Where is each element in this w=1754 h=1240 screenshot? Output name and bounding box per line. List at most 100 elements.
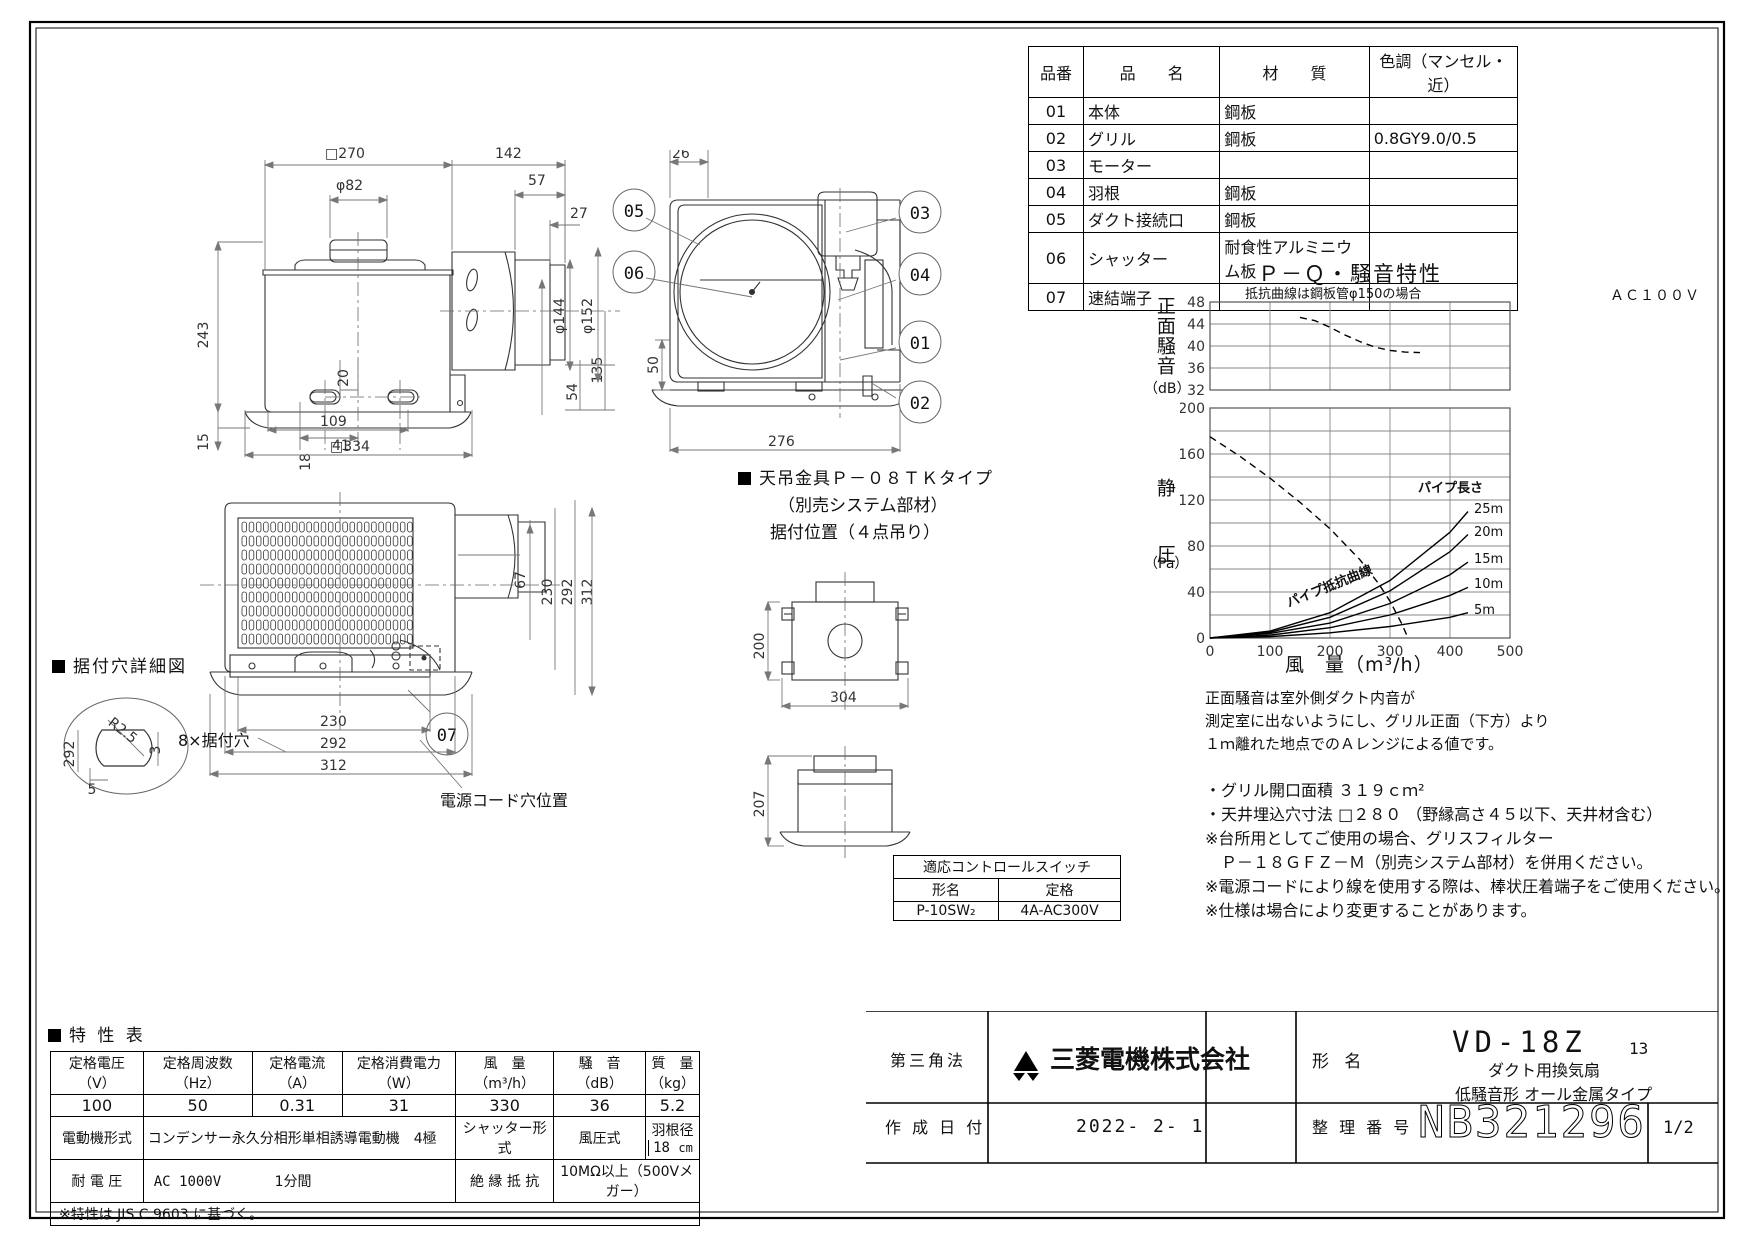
svg-text:φ144: φ144 — [552, 298, 568, 334]
spec-motor-value: コンデンサー永久分相形単相誘導電動機 4極 — [142, 1116, 456, 1160]
parts-col-material: 材 質 — [1219, 46, 1370, 98]
spec-blade-value: 18 cm — [648, 1140, 697, 1156]
svg-text:□270: □270 — [325, 146, 365, 162]
svg-text:292: 292 — [320, 736, 347, 752]
parts-cell-color — [1368, 232, 1519, 284]
svg-text:26: 26 — [672, 150, 690, 162]
chart-upper-ylabel: 正面騒音 — [1153, 296, 1176, 376]
hole-detail-title: 据付穴詳細図 — [52, 657, 187, 678]
cs-value-model: P-10SW₂ — [893, 901, 999, 921]
part-balloon-03: 03 — [898, 190, 942, 234]
hanger-bracket-drawing: 200 304 207 — [752, 572, 911, 858]
svg-text:207: 207 — [752, 791, 768, 818]
svg-text:32: 32 — [1187, 383, 1205, 399]
part-balloon-07: 07 — [425, 712, 469, 756]
front-section-drawing: 26 50 276 — [646, 150, 913, 454]
parts-cell-color — [1368, 97, 1519, 125]
spec-val-3: 31 — [341, 1094, 456, 1117]
doc-number-label: 整 理 番 号 — [1312, 1118, 1413, 1137]
svg-text:07: 07 — [437, 726, 457, 746]
part-balloon-02: 02 — [898, 380, 942, 424]
spec-head-1: 定格周波数（Hz） — [142, 1051, 253, 1095]
pipe-resistance-curve-25m — [1209, 511, 1469, 639]
side-view-drawing: □270 142 φ82 57 27 243 15 20 18 41 54 13… — [196, 146, 620, 471]
creation-date-value: 2022- 2- 1 — [1076, 1116, 1205, 1137]
spec-voltage-row: 耐 電 圧 AC 1000V 1分間 絶 縁 抵 抗 10MΩ以上（500Vメガ… — [50, 1159, 700, 1203]
spec-insulation-value: 10MΩ以上（500Vメガー） — [553, 1159, 700, 1203]
svg-text:54: 54 — [565, 383, 581, 401]
plan-view-side-dims — [588, 506, 596, 697]
parts-cell-no: 06 — [1028, 232, 1084, 284]
chart-upper-yunit: （dB） — [1144, 381, 1191, 397]
chart-xlabel: 風 量（m³/h） — [1285, 654, 1434, 676]
parts-cell-material: 鋼板 — [1219, 178, 1370, 206]
spec-value-row: 100 50 0.31 31 330 36 5.2 — [50, 1094, 700, 1117]
svg-text:15: 15 — [196, 433, 212, 451]
chart-title: Ｐ－Ｑ・騒音特性 — [1258, 262, 1442, 286]
pipe-resistance-curve-5m — [1209, 612, 1469, 639]
spec-header-row: 定格電圧（V） 定格周波数（Hz） 定格電流（A） 定格消費電力（W） 風 量（… — [50, 1051, 700, 1095]
svg-text:0: 0 — [1196, 631, 1205, 647]
spec-head-3: 定格消費電力（W） — [341, 1051, 456, 1095]
pipe-resistance-curve-15m — [1209, 561, 1469, 639]
hole-detail-view: 292 5 3 R2.5 — [62, 697, 189, 798]
spec-head-6: 質 量（kg） — [645, 1051, 700, 1095]
svg-text:40: 40 — [1187, 585, 1205, 601]
svg-text:80: 80 — [1187, 539, 1205, 555]
svg-text:φ152: φ152 — [580, 298, 596, 334]
spec-table: 定格電圧（V） 定格周波数（Hz） 定格電流（A） 定格消費電力（W） 風 量（… — [50, 1051, 700, 1226]
spec-insulation-label: 絶 縁 抵 抗 — [454, 1159, 555, 1203]
svg-text:312: 312 — [320, 758, 347, 774]
spec-val-0: 100 — [50, 1094, 144, 1117]
pipe-legend-15m: 15m — [1474, 552, 1504, 568]
svg-text:03: 03 — [910, 204, 930, 224]
bullet-square-icon-3 — [738, 472, 751, 485]
svg-text:06: 06 — [624, 264, 644, 284]
svg-text:120: 120 — [1180, 493, 1205, 509]
part-balloon-04: 04 — [898, 252, 942, 296]
part-balloon-05: 05 — [612, 188, 656, 232]
svg-text:3: 3 — [148, 746, 164, 755]
chart-note-voltage: ＡＣ１００Ｖ — [1610, 288, 1700, 304]
parts-cell-no: 07 — [1028, 283, 1084, 311]
part-balloon-06: 06 — [612, 250, 656, 294]
note-power-cord: ※電源コードにより線を使用する際は、棒状圧着端子をご使用ください。 — [1205, 877, 1731, 896]
svg-text:27: 27 — [570, 206, 588, 222]
svg-text:230: 230 — [540, 579, 556, 606]
parts-cell-name: 羽根 — [1082, 178, 1221, 206]
projection-method-label: 第三角法 — [890, 1051, 967, 1070]
svg-text:160: 160 — [1180, 447, 1205, 463]
parts-col-no: 品番 — [1028, 46, 1084, 98]
svg-text:292: 292 — [560, 579, 576, 606]
svg-text:36: 36 — [1187, 361, 1205, 377]
note-ceiling-hole: ・天井埋込穴寸法 □２８０ （野縁高さ４５以下、天井材含む） — [1205, 805, 1663, 824]
parts-cell-name: ダクト接続口 — [1082, 205, 1221, 233]
svg-text:20: 20 — [336, 369, 352, 387]
parts-cell-material — [1219, 283, 1370, 311]
spec-val-2: 0.31 — [251, 1094, 343, 1117]
svg-text:05: 05 — [624, 202, 644, 222]
chart-lower-ylabel: 静 圧 — [1153, 478, 1176, 577]
creation-date-label: 作 成 日 付 — [885, 1118, 986, 1137]
spec-table-title: 特 性 表 — [48, 1026, 146, 1047]
spec-val-6: 5.2 — [645, 1094, 700, 1117]
parts-cell-material — [1219, 151, 1370, 179]
svg-text:01: 01 — [910, 334, 930, 354]
svg-text:67: 67 — [513, 571, 529, 589]
note-kitchen-filter: ※台所用としてご使用の場合、グリスフィルター — [1205, 829, 1554, 848]
parts-col-name: 品 名 — [1082, 46, 1221, 98]
parts-cell-no: 05 — [1028, 205, 1084, 233]
parts-cell-no: 02 — [1028, 124, 1084, 152]
svg-text:276: 276 — [768, 434, 795, 450]
chart-lower-yunit: （Pa） — [1144, 556, 1189, 572]
cord-hole-leader — [419, 740, 463, 789]
parts-cell-name: モーター — [1082, 151, 1221, 179]
svg-text:400: 400 — [1437, 644, 1464, 660]
parts-cell-no: 04 — [1028, 178, 1084, 206]
svg-text:200: 200 — [752, 633, 768, 660]
